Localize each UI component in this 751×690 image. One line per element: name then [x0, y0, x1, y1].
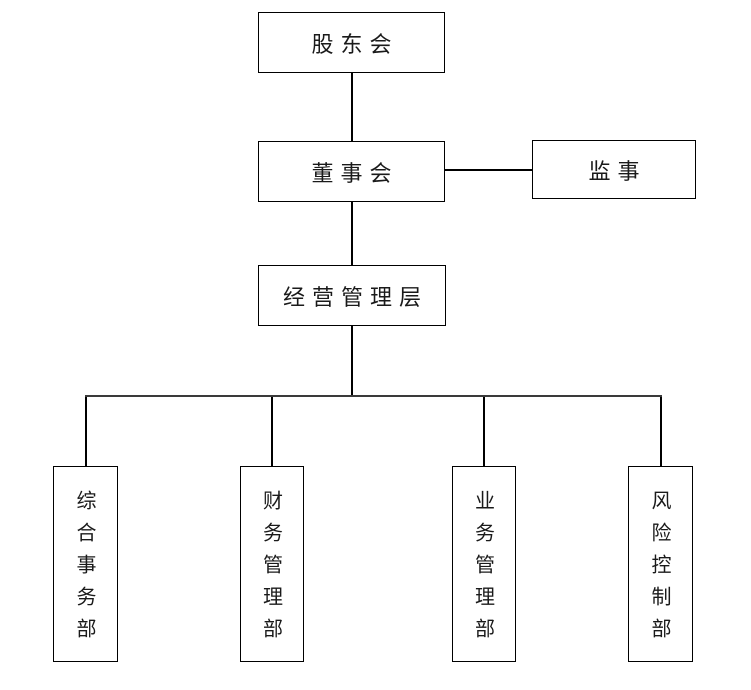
- node-supervisor-label: 监事: [588, 159, 647, 185]
- node-business-management-label: 业务管理部: [471, 490, 496, 650]
- node-general-affairs-dept: 综合事务部: [53, 466, 118, 662]
- connector-drop-finance: [271, 397, 273, 466]
- connector-management-trunk: [351, 326, 353, 396]
- node-shareholders-label: 股东会: [311, 32, 399, 58]
- connector-drop-general-affairs: [85, 397, 87, 466]
- node-supervisor: 监事: [532, 140, 696, 199]
- connector-board-management: [351, 202, 353, 265]
- node-shareholders-meeting: 股东会: [258, 12, 445, 73]
- node-board-label: 董事会: [311, 161, 399, 187]
- connector-drop-risk: [660, 397, 662, 466]
- connector-drop-business: [483, 397, 485, 466]
- node-business-management-dept: 业务管理部: [452, 466, 516, 662]
- node-finance-management-label: 财务管理部: [259, 490, 284, 650]
- node-finance-management-dept: 财务管理部: [240, 466, 304, 662]
- node-risk-control-label: 风险控制部: [648, 490, 672, 650]
- node-general-affairs-label: 综合事务部: [73, 490, 97, 650]
- node-management-label: 经营管理层: [282, 285, 428, 311]
- connector-shareholders-board: [351, 73, 353, 141]
- connector-board-supervisor: [445, 169, 532, 171]
- connector-department-trunk: [85, 395, 662, 397]
- node-board-of-directors: 董事会: [258, 141, 445, 202]
- node-risk-control-dept: 风险控制部: [628, 466, 693, 662]
- node-management-layer: 经营管理层: [258, 265, 446, 326]
